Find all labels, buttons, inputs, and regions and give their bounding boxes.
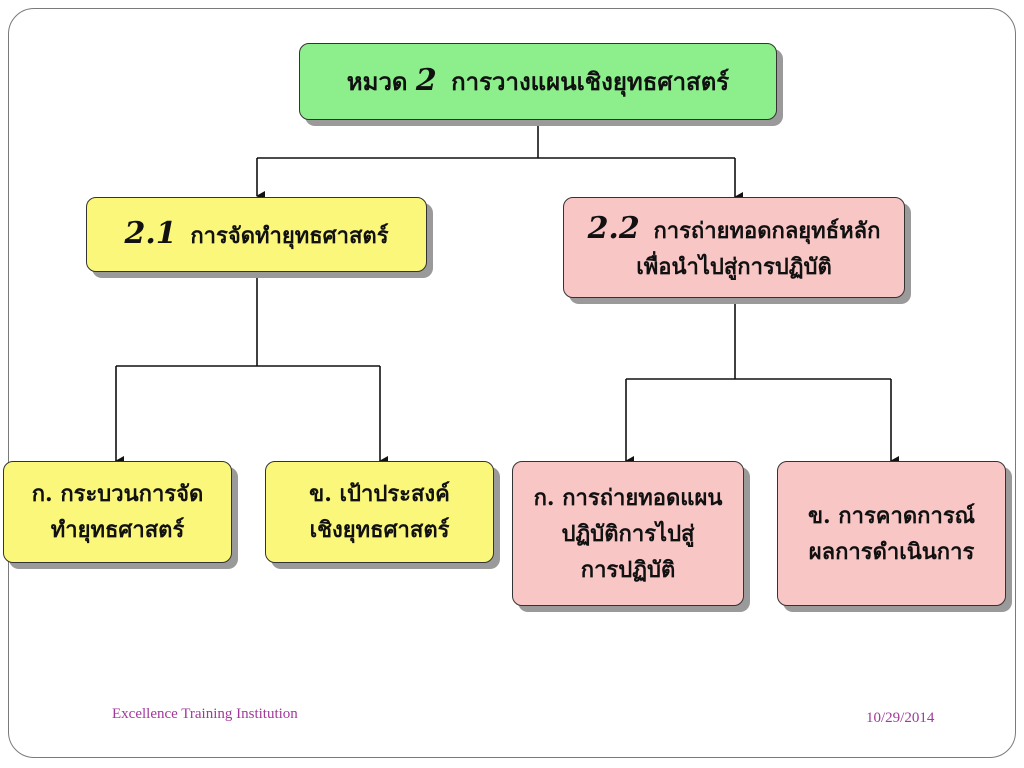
leaf-3-line1: ก. การถ่ายทอดแผน xyxy=(533,484,723,511)
leaf-1-line1: ก. กระบวนการจัด xyxy=(31,481,204,507)
footer-institution: Excellence Training Institution xyxy=(112,706,298,722)
root-prefix: หมวด xyxy=(346,67,408,96)
leaf-4-line2: ผลการดำเนินการ xyxy=(808,538,975,565)
root-title-text: การวางแผนเชิงยุทธศาสตร์ xyxy=(451,67,730,96)
leaf-1: ก. กระบวนการจัด ทำยุทธศาสตร์ xyxy=(3,461,232,563)
node-2-2-text-1: การถ่ายทอดกลยุทธ์หลัก xyxy=(653,217,881,244)
leaf-3: ก. การถ่ายทอดแผน ปฏิบัติการไปสู่ การปฏิบ… xyxy=(512,461,744,606)
leaf-2: ข. เป้าประสงค์ เชิงยุทธศาสตร์ xyxy=(265,461,494,563)
node-2-2: 2.2 การถ่ายทอดกลยุทธ์หลัก เพื่อนำไปสู่กา… xyxy=(563,197,905,298)
root-number: 2 xyxy=(415,63,437,98)
root-node: หมวด 2 การวางแผนเชิงยุทธศาสตร์ xyxy=(299,43,777,120)
footer-date: 10/29/2014 xyxy=(866,710,935,726)
leaf-3-line2: ปฏิบัติการไปสู่ xyxy=(561,520,695,547)
leaf-2-line2: เชิงยุทธศาสตร์ xyxy=(309,517,450,543)
node-2-1-number: 2.1 xyxy=(124,215,177,251)
leaf-2-line1: ข. เป้าประสงค์ xyxy=(309,481,450,507)
leaf-3-line3: การปฏิบัติ xyxy=(580,556,676,583)
slide-frame xyxy=(8,8,1016,758)
node-2-2-line1: 2.2 การถ่ายทอดกลยุทธ์หลัก xyxy=(588,211,881,249)
leaf-1-line2: ทำยุทธศาสตร์ xyxy=(50,517,185,543)
node-2-1-title: 2.1 การจัดทำยุทธศาสตร์ xyxy=(124,216,388,254)
root-title: หมวด 2 การวางแผนเชิงยุทธศาสตร์ xyxy=(347,63,729,100)
node-2-2-number: 2.2 xyxy=(587,210,640,246)
leaf-4-line1: ข. การคาดการณ์ xyxy=(807,502,976,529)
node-2-1-text: การจัดทำยุทธศาสตร์ xyxy=(190,222,389,249)
leaf-4: ข. การคาดการณ์ ผลการดำเนินการ xyxy=(777,461,1006,606)
node-2-1: 2.1 การจัดทำยุทธศาสตร์ xyxy=(86,197,427,272)
node-2-2-text-2: เพื่อนำไปสู่การปฏิบัติ xyxy=(636,253,832,280)
